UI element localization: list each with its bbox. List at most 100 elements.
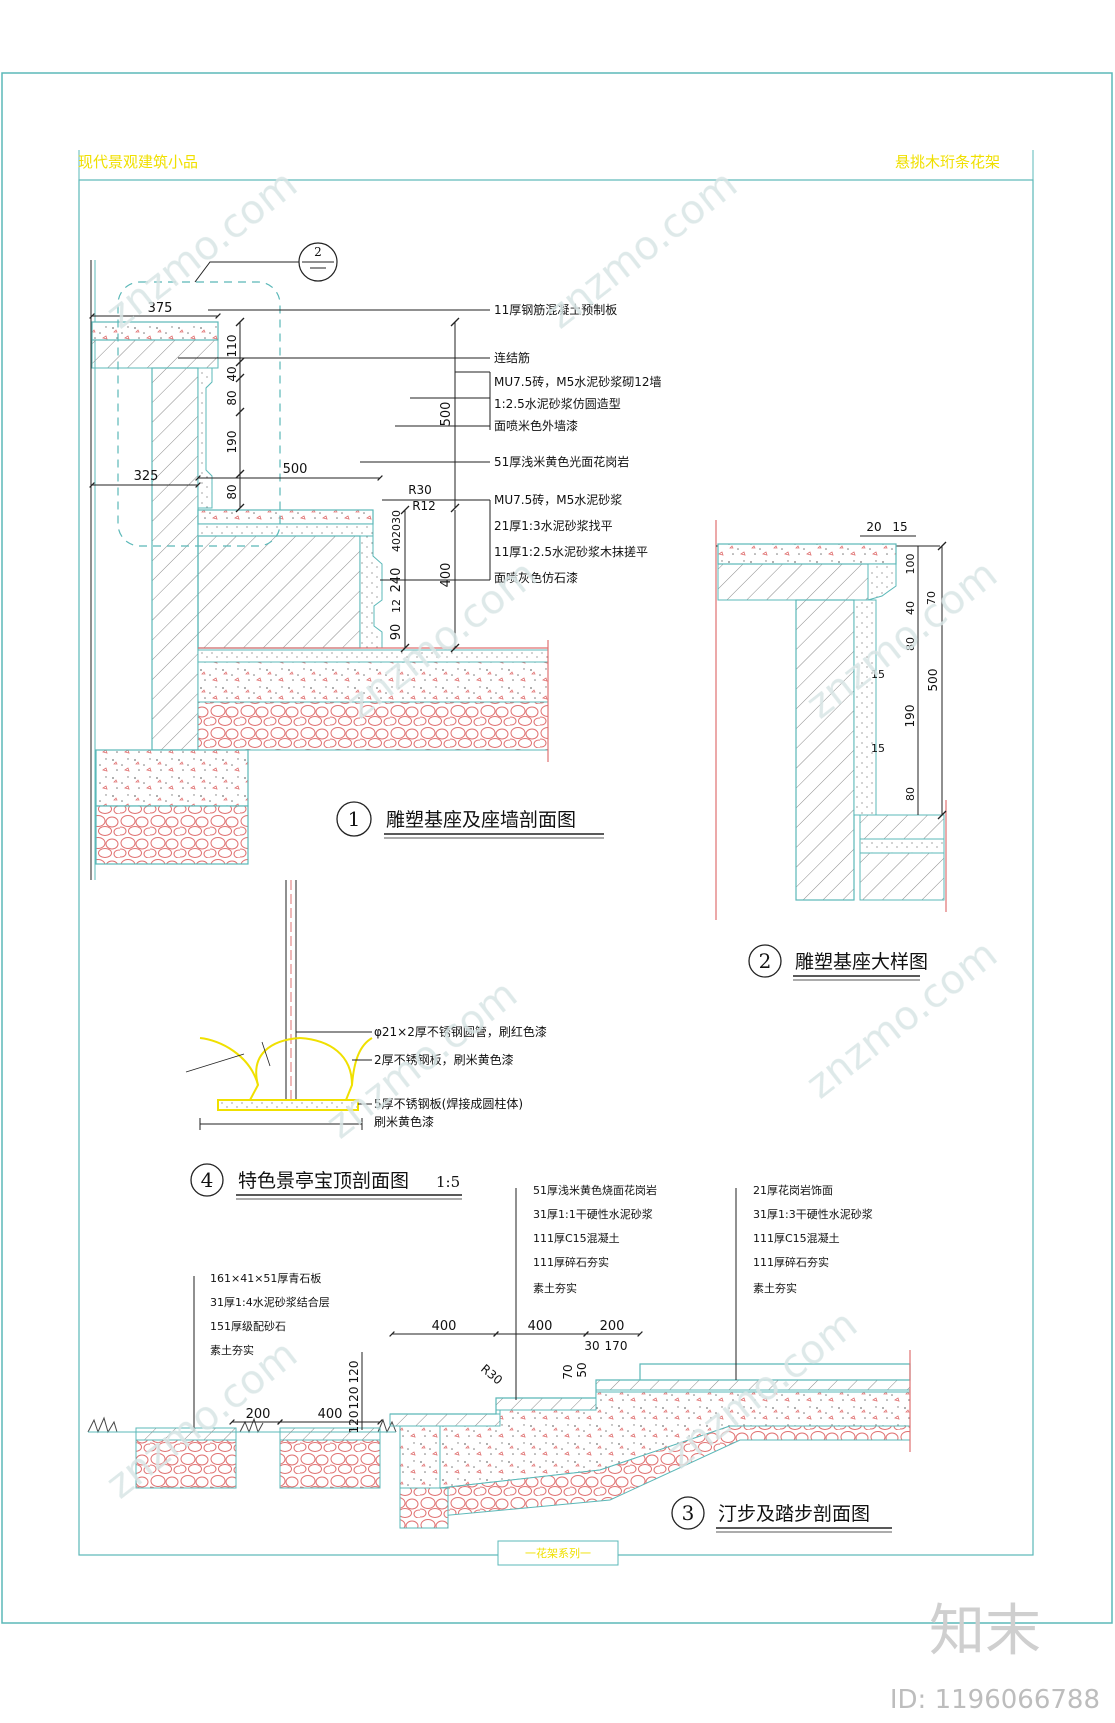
d3-note-right-3: 111厚C15混凝土 — [753, 1231, 840, 1245]
d3-note-left-3: 151厚级配砂石 — [210, 1320, 286, 1333]
d3-dim-170: 170 — [605, 1339, 628, 1353]
detail-3-number-circle — [671, 1496, 705, 1530]
d2-dim-15: 15 — [892, 520, 907, 534]
dim-190: 190 — [225, 431, 239, 454]
dim-500-vertical: 500 — [439, 402, 454, 427]
d2-dim-80b: 80 — [904, 787, 917, 801]
footer-label: 一花架系列一 — [525, 1546, 591, 1560]
note-1-5: 面喷米色外墙漆 — [494, 419, 578, 433]
detail-4-number-circle — [190, 1163, 224, 1197]
d3-note-right-5: 素土夯实 — [753, 1281, 797, 1295]
ground-mortar — [197, 649, 549, 663]
cap-slab — [91, 321, 219, 341]
dim-12: 12 — [390, 599, 403, 613]
d2-dim-500: 500 — [926, 669, 940, 692]
d2-dim-70: 70 — [925, 591, 938, 605]
detail-4-number: 4 — [201, 1168, 214, 1192]
detail-2-title: 雕塑基座大样图 — [795, 951, 928, 973]
d2-wall — [795, 599, 855, 901]
d3-dim-400c: 400 — [318, 1407, 343, 1422]
dim-80a: 80 — [225, 390, 239, 405]
detail-1-title: 雕塑基座及座墙剖面图 — [386, 809, 576, 831]
dim-20: 20 — [390, 524, 403, 538]
footing — [95, 749, 249, 807]
note-1-4: 1:2.5水泥砂浆仿圆造型 — [494, 396, 621, 411]
d3-note-mid-5: 素土夯实 — [533, 1281, 577, 1295]
cap-beam — [91, 339, 219, 369]
d4-base-plate — [217, 1099, 359, 1111]
d2-dim-15b: 15 — [871, 668, 885, 681]
note-1-1: 11厚钢筋混凝土预制板 — [494, 302, 617, 317]
dim-40: 40 — [225, 366, 239, 381]
moulding-profile — [197, 367, 213, 509]
d3-note-right-2: 31厚1:3干硬性水泥砂浆 — [753, 1207, 873, 1221]
dim-40b: 40 — [390, 538, 403, 552]
footer-label-box — [497, 1540, 619, 1566]
dim-90: 90 — [389, 624, 404, 641]
detail-1-number-circle — [336, 801, 372, 837]
note-1-7: MU7.5砖，M5水泥砂浆 — [494, 492, 622, 507]
d3-note-mid-4: 111厚碎石夯实 — [533, 1255, 609, 1269]
d2-dim-100: 100 — [904, 554, 917, 575]
note-1-2: 连结筋 — [494, 350, 530, 365]
d2-dim-190: 190 — [903, 705, 917, 728]
detail-4-title: 特色景亭宝顶剖面图 — [238, 1170, 409, 1192]
d2-dim-15c: 15 — [871, 742, 885, 755]
d4-note-1: φ21×2厚不锈钢圆管，刷红色漆 — [374, 1024, 547, 1039]
detail-4-scale: 1:5 — [436, 1173, 460, 1191]
detail-3-number: 3 — [682, 1501, 695, 1525]
stepping-stone-2 — [279, 1427, 381, 1441]
ground-concrete — [197, 661, 549, 703]
detail-3-section: 400 400 200 30 170 120 120 120 R30 70 50… — [87, 1183, 911, 1533]
detail-2-section: 500 20 15 100 70 40 80 15 190 15 80 2 雕塑… — [715, 520, 947, 981]
d4-note-2: 2厚不锈钢板，刷米黄色漆 — [374, 1053, 514, 1067]
note-1-6: 51厚浅米黄色光面花岗岩 — [494, 454, 629, 469]
ground-gravel — [197, 701, 549, 751]
callout-ref: 2 — [314, 245, 322, 259]
note-1-10: 面喷灰色仿石漆 — [494, 571, 578, 585]
d3-dim-400b: 400 — [528, 1319, 553, 1334]
dim-110: 110 — [225, 335, 239, 358]
dim-30: 30 — [390, 510, 403, 524]
d3-dim-120b: 120 — [347, 1387, 361, 1410]
dim-80b: 80 — [225, 484, 239, 499]
d3-dim-30: 30 — [584, 1339, 599, 1353]
seat-top — [197, 509, 374, 525]
footing-gravel — [95, 805, 249, 865]
dim-375: 375 — [148, 301, 173, 316]
header-right-title: 悬挑木珩条花架 — [895, 153, 1000, 171]
d3-dim-200a: 200 — [600, 1319, 625, 1334]
note-1-3: MU7.5砖，M5水泥砂浆砌12墙 — [494, 374, 661, 389]
seat-mortar — [197, 523, 374, 537]
d2-beam — [717, 563, 869, 601]
dim-400: 400 — [439, 563, 454, 588]
callout-region — [117, 281, 281, 547]
d3-note-left-1: 161×41×51厚青石板 — [210, 1271, 321, 1285]
detail-3-title: 汀步及踏步剖面图 — [718, 1503, 870, 1525]
detail-4-section: φ21×2厚不锈钢圆管，刷红色漆 2厚不锈钢板，刷米黄色漆 5厚不锈钢板(焊接成… — [185, 880, 547, 1200]
brand-logo: 知末 — [929, 1599, 1041, 1664]
d2-seat — [859, 814, 945, 840]
detail-1-section: 2 375 325 500 110 40 80 190 80 500 400 — [89, 242, 661, 880]
detail-2-number-circle — [748, 944, 782, 978]
d3-dim-50: 50 — [575, 1362, 589, 1377]
d3-dim-120a: 120 — [347, 1361, 361, 1384]
d3-dim-400a: 400 — [432, 1319, 457, 1334]
d3-note-right-1: 21厚花岗岩饰面 — [753, 1183, 833, 1197]
seat-body — [197, 535, 361, 649]
d2-cap — [717, 543, 897, 565]
watermark-text-2: znzmo.com — [538, 161, 746, 338]
d3-dim-200b: 200 — [246, 1407, 271, 1422]
note-1-9: 11厚1:2.5水泥砂浆木抹搓平 — [494, 544, 648, 559]
seat-profile — [359, 535, 383, 649]
outer-frame — [1, 72, 1113, 1624]
d2-dim-20: 20 — [866, 520, 881, 534]
note-1-8: 21厚1:3水泥砂浆找平 — [494, 518, 613, 533]
d3-note-mid-1: 51厚浅米黄色烧面花岗岩 — [533, 1183, 657, 1197]
detail-1-number: 1 — [348, 807, 361, 831]
d3-note-right-4: 111厚碎石夯实 — [753, 1255, 829, 1269]
d3-note-mid-3: 111厚C15混凝土 — [533, 1231, 620, 1245]
dim-325: 325 — [134, 469, 159, 484]
main-wall — [151, 367, 199, 751]
